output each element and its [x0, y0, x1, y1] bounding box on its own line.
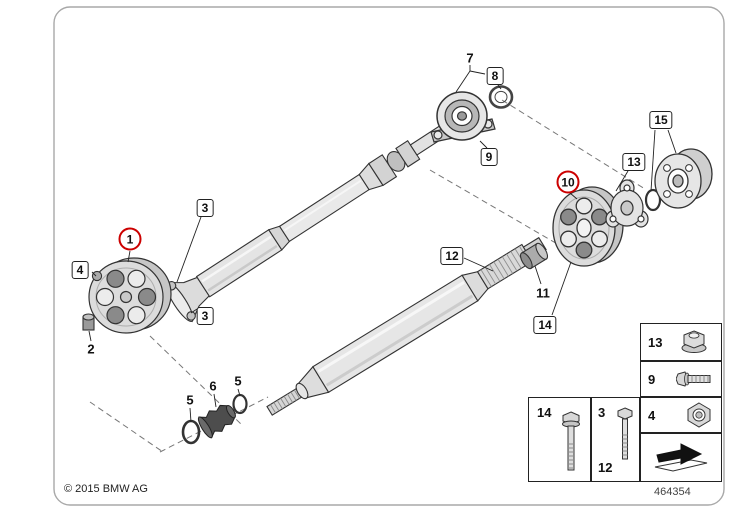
copyright-text: © 2015 BMW AG: [64, 483, 148, 495]
seal-ring: [488, 85, 514, 109]
callout-3a[interactable]: 3: [196, 199, 214, 217]
shaft-collar: [295, 382, 309, 400]
long-bolt-icon: [562, 411, 580, 471]
centering-bush: [82, 313, 95, 331]
legend-label-3: 3: [598, 405, 606, 420]
legend-label-14: 14: [537, 405, 552, 420]
installation-direction-arrow-icon: [654, 442, 708, 472]
callout-5b[interactable]: 5: [234, 373, 242, 389]
callout-13[interactable]: 13: [622, 153, 646, 171]
flange-nut-icon: [681, 330, 707, 353]
legend-label-13: 13: [648, 334, 663, 350]
lower-driveshaft: [266, 236, 547, 416]
shaft-tube: [312, 274, 479, 394]
legend-cell-direction: [640, 433, 722, 482]
legend-cell-14: 14: [528, 397, 591, 482]
hex-screw-icon: [676, 371, 711, 387]
callout-2[interactable]: 2: [87, 341, 95, 357]
bracket-ear-left: [433, 130, 443, 140]
shaft-tube-front: [195, 228, 283, 298]
output-flange: [605, 179, 649, 228]
flex-disc-front-group: [88, 257, 172, 334]
callout-5a[interactable]: 5: [186, 392, 194, 408]
callout-6[interactable]: 6: [209, 378, 217, 394]
callout-10[interactable]: 10: [556, 170, 580, 194]
diagram-number: 464354: [654, 486, 691, 498]
callout-15[interactable]: 15: [649, 111, 673, 129]
image-frame-border: [53, 6, 725, 506]
legend-label-9: 9: [648, 371, 656, 387]
callout-11[interactable]: 11: [536, 285, 550, 301]
legend-label-12: 12: [598, 460, 613, 475]
callout-8[interactable]: 8: [486, 67, 504, 85]
callout-4[interactable]: 4: [71, 261, 89, 279]
cv-boot: [197, 404, 236, 439]
callout-1[interactable]: 1: [118, 227, 142, 251]
legend-cell-3-12: 3 12: [591, 397, 640, 482]
bearing-bore: [456, 111, 468, 121]
legend-cell-9: 9: [640, 361, 722, 397]
o-ring-large: [181, 419, 201, 445]
callout-14[interactable]: 14: [533, 316, 557, 334]
callout-7[interactable]: 7: [466, 50, 474, 66]
companion-flange-hub: [654, 148, 713, 209]
legend-cell-4: 4: [640, 397, 722, 433]
leader-lines: [88, 65, 677, 423]
legend-cell-13: 13: [640, 323, 722, 361]
callout-3b[interactable]: 3: [196, 307, 214, 325]
hex-bolt-icon: [617, 407, 633, 460]
center-bearing-assembly: [430, 91, 496, 143]
legend-label-4: 4: [648, 407, 656, 423]
callout-9[interactable]: 9: [480, 148, 498, 166]
flange-nut-part: [91, 270, 103, 282]
o-ring-seal: [644, 188, 662, 212]
callout-12[interactable]: 12: [440, 247, 464, 265]
flex-disc-rear-group: [552, 186, 624, 267]
hex-nut-icon: [687, 402, 711, 428]
o-ring-small: [232, 393, 248, 415]
spacer-sleeve: [519, 242, 549, 270]
flange-bolt-hole-bottom: [186, 311, 196, 321]
